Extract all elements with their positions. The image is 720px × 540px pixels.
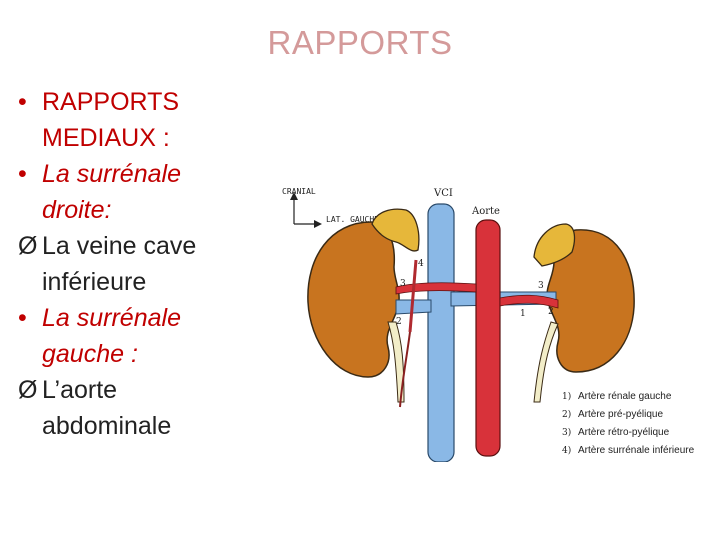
number-2-label-left: 2 — [548, 307, 554, 317]
gonadal-vessel — [399, 331, 411, 408]
kidney-anatomy-illustration: CRANIAL LAT. GAUCHE VCI Aorte 1 2 3 4 2 … — [282, 187, 635, 462]
bullet-list: • RAPPORTS MEDIAUX : • La surrénale droi… — [18, 84, 248, 444]
arrow-marker: Ø — [18, 376, 38, 404]
renal-artery-left — [499, 294, 559, 309]
legend-item: 4)Artère surrénale inférieure — [562, 445, 695, 456]
bullet-text: L’aorte abdominale — [42, 376, 172, 440]
vci-label: VCI — [433, 188, 453, 199]
vena-cava — [427, 203, 455, 462]
legend-item: 1)Artère rénale gauche — [562, 391, 672, 402]
subbullet-aorte: Ø L’aorte abdominale — [18, 372, 248, 444]
legend-item: 3)Artère rétro-pyélique — [562, 427, 670, 438]
bullet-surrenale-droite: • La surrénale droite: — [18, 156, 248, 228]
left-adrenal-gland — [533, 223, 576, 267]
number-3-label: 3 — [400, 279, 406, 289]
bullet-surrenale-gauche: • La surrénale gauche : — [18, 300, 248, 372]
cranial-label: CRANIAL — [282, 187, 316, 196]
aorta — [475, 219, 501, 457]
bullet-rapports-mediaux: • RAPPORTS MEDIAUX : — [18, 84, 248, 156]
adrenal-artery — [408, 259, 418, 333]
bullet-text: La surrénale gauche : — [42, 304, 181, 368]
orientation-arrows: CRANIAL LAT. GAUCHE — [282, 187, 379, 228]
lat-gauche-label: LAT. GAUCHE — [326, 215, 379, 224]
subbullet-veine-cave: Ø La veine cave inférieure — [18, 228, 248, 300]
bullet-text: La surrénale droite: — [42, 160, 181, 224]
number-2-label: 2 — [396, 317, 402, 327]
bullet-marker: • — [18, 160, 27, 188]
slide-title: RAPPORTS — [267, 24, 453, 61]
bullet-text: La veine cave inférieure — [42, 232, 197, 296]
arrow-marker: Ø — [18, 232, 38, 260]
bullet-text: RAPPORTS MEDIAUX : — [42, 88, 180, 152]
number-3-label-left: 3 — [538, 281, 544, 291]
renal-artery-right — [395, 282, 477, 295]
right-adrenal-gland — [371, 208, 420, 252]
right-kidney — [307, 221, 400, 378]
figure-legend: 1)Artère rénale gauche 2)Artère pré-pyél… — [562, 388, 694, 460]
aorte-label: Aorte — [471, 206, 500, 217]
bullet-marker: • — [18, 304, 27, 332]
number-1-label: 1 — [520, 309, 526, 319]
left-ureter — [533, 321, 559, 403]
bullet-marker: • — [18, 88, 27, 116]
legend-item: 2)Artère pré-pyélique — [562, 409, 664, 420]
number-4-label: 4 — [418, 259, 424, 269]
